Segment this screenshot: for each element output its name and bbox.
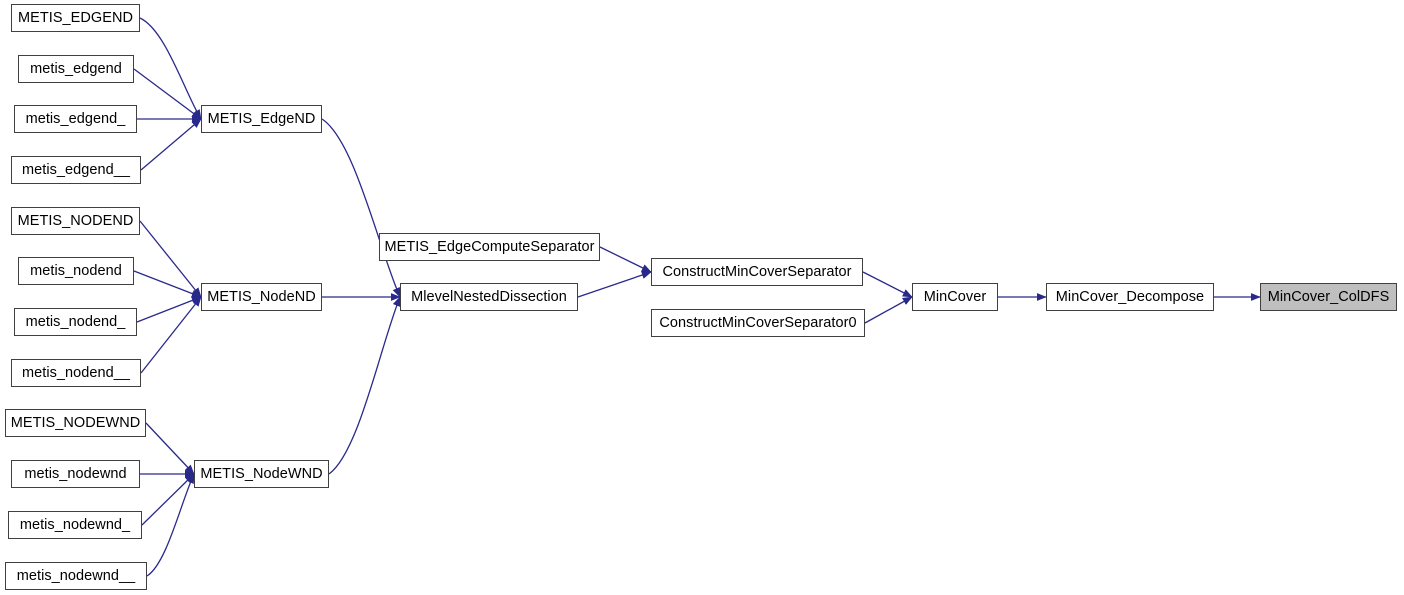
graph-node-mincover_coldfs[interactable]: MinCover_ColDFS: [1260, 283, 1397, 311]
graph-node-label: METIS_NodeWND: [200, 465, 323, 482]
graph-edge-metis_nodend-to-metis_nodend: [133, 270, 202, 298]
graph-node-metis_nodewnd__[interactable]: metis_nodewnd__: [5, 562, 147, 590]
graph-edge-metis_edgend-to-mlevelnesteddissection: [321, 118, 401, 298]
graph-node-metis_nodewnd[interactable]: metis_nodewnd: [11, 460, 140, 488]
graph-edge-metis_nodewnd-to-mlevelnesteddissection: [328, 296, 401, 475]
graph-node-label: metis_edgend: [30, 60, 122, 77]
graph-node-label: metis_nodend_: [25, 313, 126, 330]
graph-node-label: MinCover_ColDFS: [1267, 288, 1390, 305]
graph-edge-metis_nodewnd-to-metis_nodewnd: [145, 422, 195, 475]
graph-node-label: metis_nodewnd_: [19, 516, 131, 533]
graph-node-label: metis_edgend_: [25, 110, 126, 127]
graph-edge-metis_nodewnd__-to-metis_nodewnd: [146, 473, 195, 577]
graph-edge-metis_edgend-to-metis_edgend: [133, 68, 202, 120]
graph-edge-metis_edgend-to-metis_edgend: [139, 17, 202, 120]
graph-node-label: METIS_NODEND: [17, 212, 134, 229]
graph-node-label: METIS_EDGEND: [17, 9, 133, 26]
graph-node-label: metis_nodend__: [22, 364, 130, 381]
graph-edge-metis_nodend_-to-metis_nodend: [136, 296, 202, 323]
graph-node-label: METIS_NODEWND: [10, 414, 141, 431]
graph-node-label: MinCover_Decompose: [1055, 288, 1205, 305]
graph-node-label: ConstructMinCoverSeparator0: [659, 314, 857, 331]
graph-node-label: METIS_NodeND: [207, 288, 316, 305]
graph-node-label: metis_nodewnd: [24, 465, 127, 482]
graph-node-metis_nodewnd_[interactable]: metis_nodewnd_: [8, 511, 142, 539]
graph-node-mlevelnesteddissection[interactable]: MlevelNestedDissection: [400, 283, 578, 311]
graph-node-mincover_decompose[interactable]: MinCover_Decompose: [1046, 283, 1214, 311]
graph-edge-metis_nodend-to-metis_nodend: [139, 220, 202, 298]
graph-node-metis_nodend_[interactable]: metis_nodend_: [14, 308, 137, 336]
graph-edge-metis_edgend__-to-metis_edgend: [140, 118, 202, 171]
graph-node-constructmincoverseparator0[interactable]: ConstructMinCoverSeparator0: [651, 309, 865, 337]
graph-node-label: MinCover: [923, 288, 987, 305]
graph-node-metis_edgend[interactable]: metis_edgend: [18, 55, 134, 83]
graph-node-label: METIS_EdgeND: [207, 110, 316, 127]
graph-edge-constructmincoverseparator-to-mincover: [862, 271, 913, 298]
graph-node-metis_edgend[interactable]: METIS_EDGEND: [11, 4, 140, 32]
graph-node-label: METIS_EdgeComputeSeparator: [384, 238, 595, 255]
graph-edge-metis_nodend__-to-metis_nodend: [140, 296, 202, 374]
graph-node-label: metis_nodend: [30, 262, 122, 279]
graph-node-metis_nodewnd[interactable]: METIS_NODEWND: [5, 409, 146, 437]
graph-node-metis_edgecomputeseparator[interactable]: METIS_EdgeComputeSeparator: [379, 233, 600, 261]
graph-edge-metis_edgecomputeseparator-to-constructmincoverseparator: [599, 246, 652, 273]
graph-node-label: metis_nodewnd__: [16, 567, 136, 584]
graph-edge-mlevelnesteddissection-to-constructmincoverseparator: [577, 271, 652, 298]
graph-node-mincover[interactable]: MinCover: [912, 283, 998, 311]
graph-node-metis_nodend[interactable]: METIS_NODEND: [11, 207, 140, 235]
graph-edge-metis_nodewnd_-to-metis_nodewnd: [141, 473, 195, 526]
graph-node-label: MlevelNestedDissection: [411, 288, 567, 305]
graph-node-label: ConstructMinCoverSeparator: [662, 263, 852, 280]
graph-node-metis_nodend__[interactable]: metis_nodend__: [11, 359, 141, 387]
graph-node-constructmincoverseparator[interactable]: ConstructMinCoverSeparator: [651, 258, 863, 286]
graph-node-metis_edgend[interactable]: METIS_EdgeND: [201, 105, 322, 133]
graph-node-metis_nodewnd[interactable]: METIS_NodeWND: [194, 460, 329, 488]
graph-node-metis_edgend__[interactable]: metis_edgend__: [11, 156, 141, 184]
graph-node-metis_nodend[interactable]: METIS_NodeND: [201, 283, 322, 311]
graph-node-metis_nodend[interactable]: metis_nodend: [18, 257, 134, 285]
graph-edge-constructmincoverseparator0-to-mincover: [864, 296, 913, 324]
graph-node-label: metis_edgend__: [22, 161, 130, 178]
graph-node-metis_edgend_[interactable]: metis_edgend_: [14, 105, 137, 133]
